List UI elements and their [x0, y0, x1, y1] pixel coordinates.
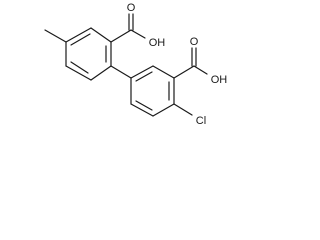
bond [152, 103, 175, 117]
top-carboxyl-group [110, 13, 146, 43]
molecule-structure-diagram: O OH O OH Cl [44, 2, 228, 127]
bond [130, 65, 154, 79]
bottom-ring [130, 65, 175, 117]
double-bond-inner [135, 71, 153, 82]
bond [173, 65, 195, 79]
bond [65, 27, 92, 43]
atom-label-o-top: O [127, 2, 136, 14]
methyl-bond [44, 29, 67, 43]
bond [110, 29, 132, 43]
double-bond-inner [70, 61, 89, 74]
bond [90, 27, 112, 43]
right-carboxyl-group [173, 47, 208, 79]
bond [65, 65, 92, 81]
top-ring [65, 27, 112, 81]
atom-label-o-right: O [190, 36, 199, 48]
atom-label-cl: Cl [196, 115, 206, 127]
atom-label-oh-right: OH [211, 74, 228, 86]
biaryl-bond [110, 65, 132, 79]
bond [152, 65, 175, 79]
bond [130, 29, 146, 39]
double-bond-inner [135, 100, 153, 111]
double-bond-inner [70, 33, 91, 46]
structure-canvas: O OH O OH Cl [0, 0, 238, 148]
bond [193, 65, 208, 75]
chlorine-bond [173, 103, 193, 116]
bond [130, 103, 154, 117]
bond [90, 65, 112, 81]
atom-label-oh-top: OH [149, 37, 166, 49]
